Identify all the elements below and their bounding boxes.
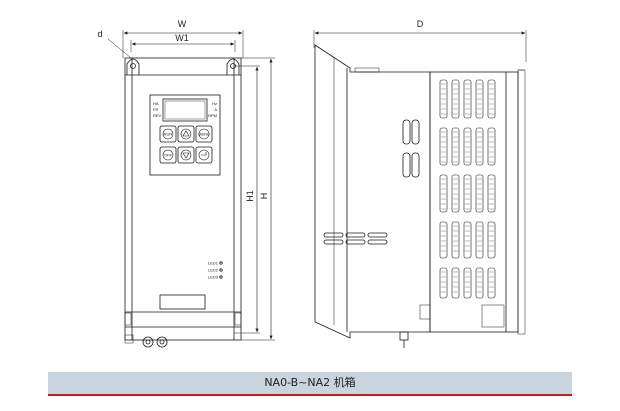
led-2 bbox=[219, 268, 223, 272]
dim-depth-label: D bbox=[417, 19, 424, 29]
label-plate bbox=[159, 294, 206, 310]
down-arrow-icon bbox=[180, 149, 192, 161]
led-1 bbox=[219, 261, 223, 265]
dim-d-hole-label: d bbox=[97, 29, 102, 39]
cable-gland-right bbox=[156, 336, 168, 348]
enter-button[interactable] bbox=[195, 146, 213, 164]
indicator-label-left-1: HA bbox=[153, 101, 159, 106]
heatsink-slot bbox=[475, 174, 484, 213]
cable-gland-left bbox=[142, 336, 154, 348]
indicator-label-left-3: REV bbox=[153, 113, 162, 118]
heatsink-slot bbox=[475, 267, 484, 299]
indicator-label-right-1: Hz bbox=[212, 101, 217, 106]
menu-button[interactable] bbox=[195, 125, 213, 143]
heatsink-slot bbox=[439, 174, 448, 213]
heatsink-slot bbox=[463, 79, 472, 119]
front-view bbox=[107, 30, 275, 348]
off-button-label: OFF bbox=[164, 153, 173, 158]
up-button[interactable] bbox=[177, 125, 195, 143]
heatsink-slot bbox=[475, 79, 484, 119]
side-bottom-connector bbox=[399, 331, 409, 341]
side-front-cover bbox=[314, 44, 431, 339]
run-fwd-icon bbox=[162, 128, 174, 140]
led-label-1: LED1 bbox=[208, 261, 219, 266]
dim-d-leader bbox=[107, 38, 132, 59]
heatsink-slot bbox=[451, 127, 460, 166]
off-button[interactable] bbox=[159, 146, 177, 164]
menu-button-label: MENU bbox=[198, 132, 210, 137]
up-arrow-icon bbox=[180, 128, 192, 140]
indicator-label-right-3: RPM bbox=[208, 113, 217, 118]
heatsink-slot bbox=[451, 79, 460, 119]
dim-h1-label: H1 bbox=[245, 190, 255, 202]
side-heatsink-body bbox=[429, 71, 519, 333]
indicator-label-right-2: A bbox=[214, 107, 217, 112]
heatsink-slot bbox=[439, 221, 448, 259]
heatsink-slot bbox=[439, 79, 448, 119]
heatsink-slot bbox=[487, 127, 496, 166]
side-view bbox=[313, 30, 527, 348]
mount-ear-left bbox=[126, 58, 140, 75]
led-3 bbox=[219, 275, 223, 279]
heatsink-slot bbox=[463, 221, 472, 259]
front-body bbox=[124, 57, 242, 341]
led-label-3: LED3 bbox=[208, 275, 219, 280]
run-button[interactable] bbox=[159, 125, 177, 143]
heatsink-fins bbox=[439, 79, 496, 299]
heatsink-slot bbox=[475, 127, 484, 166]
caption-band: NA0-B~NA2 机箱 bbox=[48, 372, 572, 396]
menu-icon bbox=[198, 128, 210, 140]
heatsink-slot bbox=[475, 221, 484, 259]
heatsink-slot bbox=[451, 174, 460, 213]
heatsink-slot bbox=[487, 79, 496, 119]
heatsink-slot bbox=[487, 174, 496, 213]
heatsink-slot bbox=[463, 267, 472, 299]
heatsink-slot bbox=[487, 267, 496, 299]
heatsink-slot bbox=[439, 127, 448, 166]
enter-icon bbox=[198, 149, 210, 161]
display-window bbox=[162, 98, 208, 122]
run-button-label: RUN bbox=[164, 132, 173, 137]
indicator-label-left-2: FR bbox=[153, 107, 158, 112]
dim-h-label: H bbox=[259, 193, 269, 200]
heatsink-slot bbox=[487, 221, 496, 259]
heatsink-slot bbox=[451, 221, 460, 259]
caption-title: NA0-B~NA2 机箱 bbox=[264, 376, 356, 389]
heatsink-slot bbox=[463, 127, 472, 166]
down-button[interactable] bbox=[177, 146, 195, 164]
dim-w1-label: W1 bbox=[175, 33, 189, 43]
led-label-2: LED2 bbox=[208, 268, 219, 273]
mount-ear-right bbox=[226, 58, 240, 75]
keypad-housing bbox=[149, 94, 221, 176]
heatsink-slot bbox=[451, 267, 460, 299]
heatsink-slot bbox=[439, 267, 448, 299]
dim-w-label: W bbox=[178, 19, 187, 29]
heatsink-slot bbox=[463, 174, 472, 213]
off-icon bbox=[162, 149, 174, 161]
